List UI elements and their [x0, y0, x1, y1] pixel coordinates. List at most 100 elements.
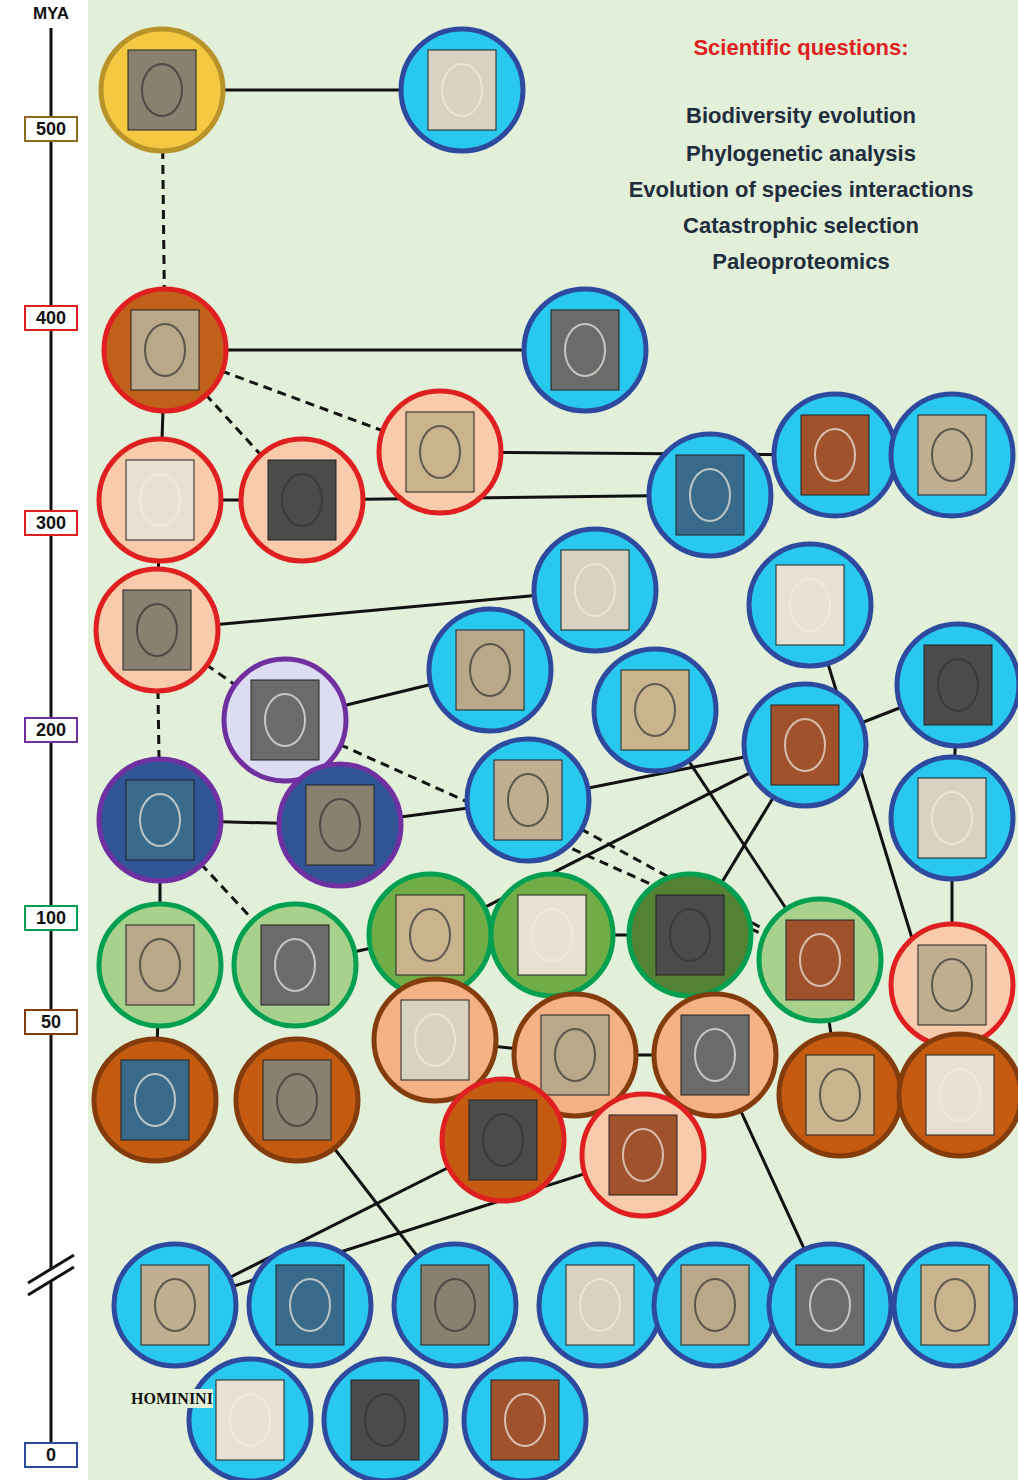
circle-frame — [189, 1359, 311, 1480]
photo-motif — [230, 1394, 270, 1446]
fossil-circle — [467, 739, 589, 861]
fossil-circle — [582, 1094, 704, 1216]
photo-motif — [290, 1279, 330, 1331]
photo-motif — [695, 1279, 735, 1331]
photo-placeholder — [494, 760, 562, 840]
photo-motif — [435, 1279, 475, 1331]
fossil-circle — [99, 439, 221, 561]
question-item: Biodiversity evolution — [686, 103, 916, 129]
photo-placeholder — [561, 550, 629, 630]
photo-placeholder — [918, 778, 986, 858]
photo-placeholder — [263, 1060, 331, 1140]
fossil-circle — [234, 904, 356, 1026]
circle-frame — [654, 1244, 776, 1366]
photo-placeholder — [621, 670, 689, 750]
circle-frame — [224, 659, 346, 781]
photo-placeholder — [681, 1265, 749, 1345]
axis-segment — [50, 931, 53, 1009]
photo-placeholder — [541, 1015, 609, 1095]
photo-placeholder — [806, 1055, 874, 1135]
circle-frame — [249, 1244, 371, 1366]
time-box: 100 — [24, 905, 78, 931]
axis-line — [50, 28, 53, 116]
photo-motif — [932, 429, 972, 481]
photo-motif — [508, 774, 548, 826]
photo-placeholder — [469, 1100, 537, 1180]
fossil-circle — [236, 1039, 358, 1161]
photo-placeholder — [396, 895, 464, 975]
photo-motif — [137, 604, 177, 656]
axis-segment — [50, 743, 53, 905]
photo-placeholder — [518, 895, 586, 975]
photo-motif — [505, 1394, 545, 1446]
photo-placeholder — [926, 1055, 994, 1135]
fossil-circle — [224, 659, 346, 781]
photo-placeholder — [924, 645, 992, 725]
photo-motif — [140, 939, 180, 991]
photo-motif — [575, 564, 615, 616]
time-box: 50 — [24, 1009, 78, 1035]
circle-frame — [241, 439, 363, 561]
photo-motif — [420, 426, 460, 478]
background — [88, 0, 1018, 1480]
photo-motif — [565, 324, 605, 376]
photo-motif — [140, 794, 180, 846]
axis-segment — [50, 536, 53, 717]
photo-placeholder — [121, 1060, 189, 1140]
fossil-circle — [539, 1244, 661, 1366]
time-value: 500 — [36, 120, 66, 138]
circle-frame — [394, 1244, 516, 1366]
fossil-circle — [654, 1244, 776, 1366]
photo-motif — [135, 1074, 175, 1126]
photo-placeholder — [681, 1015, 749, 1095]
circle-frame — [467, 739, 589, 861]
photo-placeholder — [786, 920, 854, 1000]
photo-placeholder — [276, 1265, 344, 1345]
time-value: 400 — [36, 309, 66, 327]
fossil-circle — [379, 391, 501, 513]
axis-segment — [50, 331, 53, 510]
photo-placeholder — [401, 1000, 469, 1080]
group-label: HOMININI — [131, 1389, 213, 1408]
photo-motif — [415, 1014, 455, 1066]
photo-motif — [932, 959, 972, 1011]
fossil-circle — [442, 1079, 564, 1201]
circle-frame — [101, 29, 223, 151]
fossil-circle — [899, 1034, 1018, 1156]
photo-placeholder — [801, 415, 869, 495]
fossil-circle — [394, 1244, 516, 1366]
time-value: 50 — [41, 1013, 61, 1031]
fossil-circle — [749, 544, 871, 666]
fossil-circle — [897, 624, 1018, 746]
circle-frame — [582, 1094, 704, 1216]
fossil-circle — [249, 1244, 371, 1366]
fossil-circle — [891, 757, 1013, 879]
time-box: 500 — [24, 116, 78, 142]
time-value: 0 — [46, 1446, 56, 1464]
photo-placeholder — [421, 1265, 489, 1345]
photo-placeholder — [128, 50, 196, 130]
photo-placeholder — [776, 565, 844, 645]
circle-frame — [539, 1244, 661, 1366]
circle-frame — [897, 624, 1018, 746]
fossil-circle — [891, 394, 1013, 516]
fossil-circle — [629, 874, 751, 996]
photo-placeholder — [351, 1380, 419, 1460]
circle-frame — [629, 874, 751, 996]
photo-motif — [155, 1279, 195, 1331]
time-value: 200 — [36, 721, 66, 739]
photo-placeholder — [656, 895, 724, 975]
photo-placeholder — [551, 310, 619, 390]
fossil-circle — [189, 1359, 311, 1480]
photo-motif — [442, 64, 482, 116]
fossil-circle — [464, 1359, 586, 1480]
circle-frame — [279, 764, 401, 886]
photo-placeholder — [918, 415, 986, 495]
circle-frame — [94, 1039, 216, 1161]
circle-frame — [379, 391, 501, 513]
axis-unit: MYA — [33, 4, 69, 24]
circle-frame — [534, 529, 656, 651]
photo-motif — [140, 474, 180, 526]
question-item: Paleoproteomics — [712, 249, 889, 275]
